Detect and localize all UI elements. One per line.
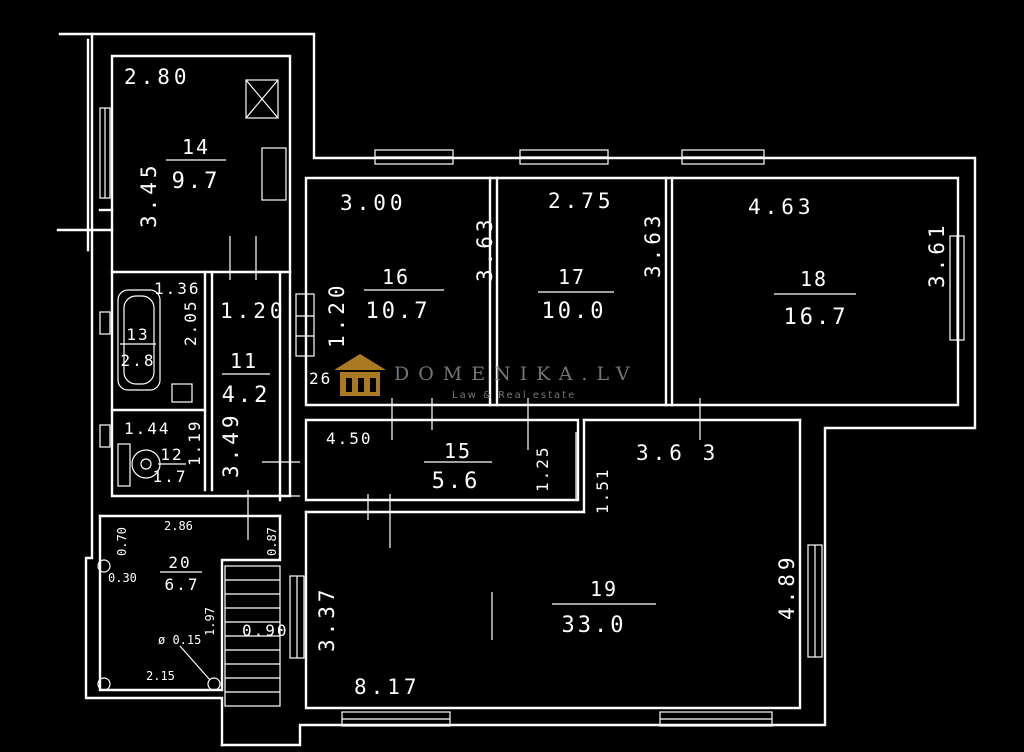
dim-label: 3.49 — [219, 411, 243, 478]
dim-label: 4.63 — [748, 195, 815, 219]
door-marks — [229, 236, 701, 640]
dim-label: 1.20 — [220, 299, 287, 323]
room-area: 1.7 — [153, 467, 188, 486]
room-number: 13 — [126, 325, 149, 344]
room-area: 16.7 — [784, 305, 849, 330]
outer-walls — [56, 32, 977, 747]
room-number: 20 — [168, 553, 191, 572]
room-20: 20 6.7 — [160, 553, 202, 594]
dim-label: 2.05 — [181, 299, 200, 346]
dim-label: 0.30 — [108, 571, 137, 585]
watermark: DOMENIKA.LV Law & Real estate — [334, 354, 639, 401]
fixtures — [97, 79, 315, 691]
room-area: 33.0 — [562, 613, 627, 638]
dim-label: 1.97 — [203, 607, 217, 636]
room-13: 13 2.8 — [120, 325, 156, 370]
room-11: 11 4.2 — [222, 349, 271, 408]
dim-label: 1.36 — [154, 279, 201, 298]
room-15: 15 5.6 — [424, 439, 492, 494]
windows — [99, 107, 965, 727]
dim-label: 1.19 — [185, 419, 204, 466]
dim-label: 2.86 — [164, 519, 193, 533]
dim-label: 3.63 — [641, 211, 665, 278]
bathtub-icon — [117, 289, 161, 391]
dimensions: 2.80 3.45 3.00 3.63 2.75 3.63 4.63 3.61 … — [108, 65, 949, 699]
stairs — [224, 565, 281, 707]
watermark-tagline: Law & Real estate — [452, 390, 576, 401]
ventilation-icon — [245, 79, 279, 119]
dim-label: 0.87 — [265, 527, 279, 556]
room-area: 9.7 — [172, 169, 221, 194]
dim-label: 1.20 — [325, 281, 349, 348]
room-area: 6.7 — [165, 575, 200, 594]
dim-label: 0.70 — [115, 527, 129, 556]
room-16: 16 10.7 — [364, 265, 444, 324]
dim-label: 3.63 — [473, 215, 497, 282]
dim-label: 4.89 — [775, 553, 799, 620]
house-logo-icon — [334, 354, 386, 396]
room-area: 4.2 — [222, 383, 271, 408]
dim-label: 3.61 — [925, 221, 949, 288]
column-icon — [97, 559, 111, 573]
dim-label: ø 0.15 — [158, 633, 201, 647]
dim-label: 3.6 3 — [636, 441, 719, 465]
room-area: 2.8 — [121, 351, 156, 370]
dim-label: 2.80 — [124, 65, 191, 89]
stove-icon — [261, 147, 287, 201]
room-17: 17 10.0 — [538, 265, 614, 324]
room-area: 5.6 — [432, 469, 481, 494]
toilet-tank-icon — [117, 443, 131, 487]
room-area: 10.7 — [366, 299, 431, 324]
dim-label: 3.45 — [137, 161, 161, 228]
dim-label: 8.17 — [354, 675, 421, 699]
dim-label: 3.00 — [340, 191, 407, 215]
dim-label: 2.15 — [146, 669, 175, 683]
room-number: 12 — [160, 445, 183, 464]
watermark-name: DOMENIKA.LV — [394, 363, 639, 385]
dim-label: 26 — [309, 369, 332, 388]
dim-label: 4.50 — [326, 429, 373, 448]
room-number: 16 — [382, 265, 410, 289]
room-area: 10.0 — [542, 299, 607, 324]
room-18: 18 16.7 — [774, 267, 856, 330]
room-19: 19 33.0 — [552, 577, 656, 638]
room-number: 19 — [590, 577, 618, 601]
room-number: 17 — [558, 265, 586, 289]
sink-icon — [171, 383, 193, 403]
dim-label: 3.37 — [315, 585, 339, 652]
dim-label: 2.75 — [548, 189, 615, 213]
room-number: 15 — [444, 439, 472, 463]
dim-label: 1.44 — [124, 419, 171, 438]
room-number: 11 — [230, 349, 258, 373]
dim-label: 1.51 — [593, 467, 612, 514]
dim-label: 1.25 — [533, 445, 552, 492]
dim-label: 0.90 — [242, 621, 289, 640]
room-number: 18 — [800, 267, 828, 291]
room-number: 14 — [182, 135, 210, 159]
room-14: 14 9.7 — [166, 135, 226, 194]
room-12: 12 1.7 — [153, 445, 188, 486]
shaft-icon — [295, 293, 315, 357]
